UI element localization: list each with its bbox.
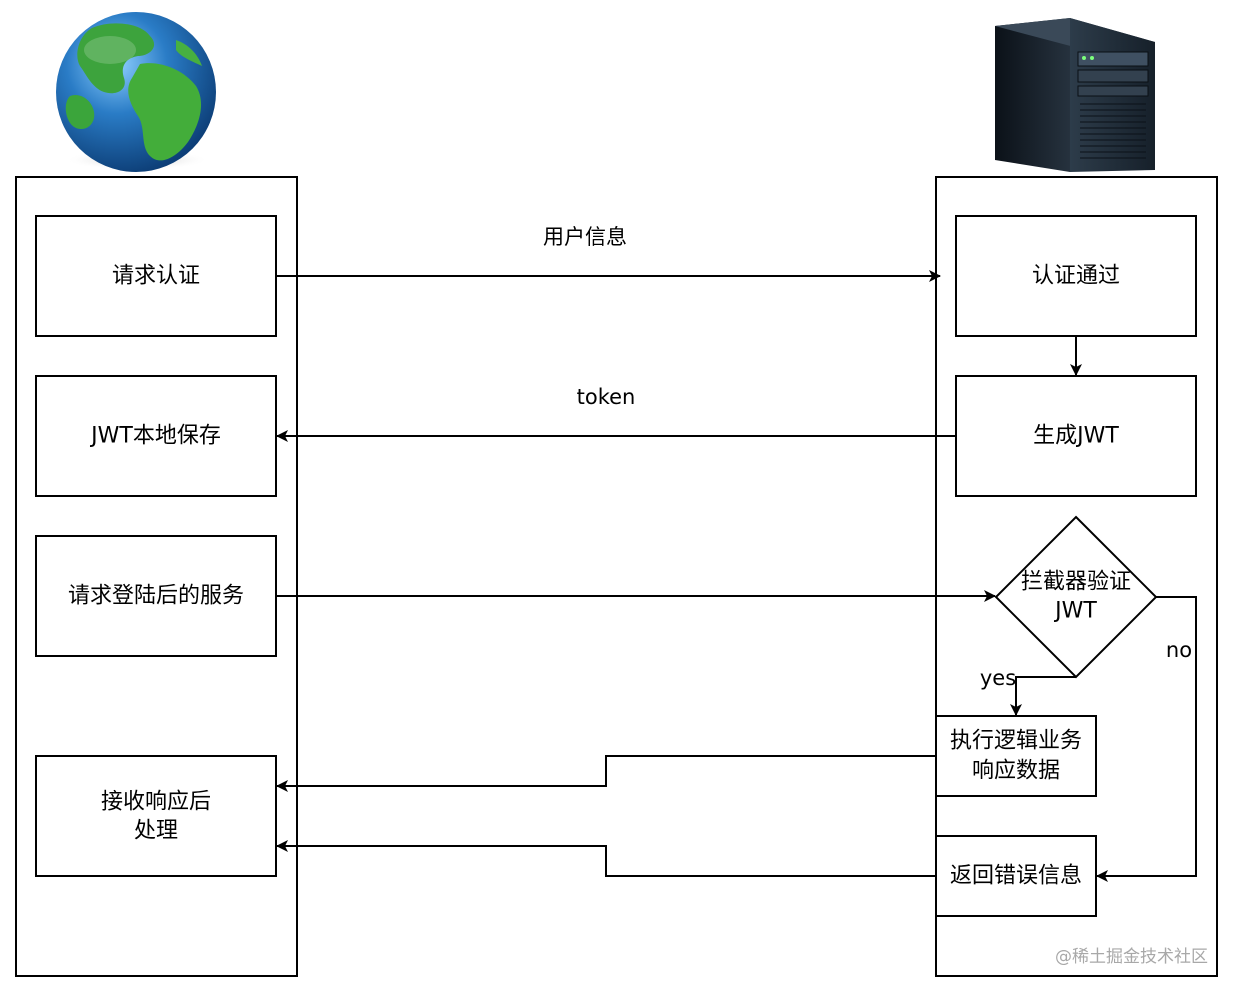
step-generate-jwt-label: 生成JWT [1033,424,1119,449]
server-lane [935,176,1218,977]
watermark-text: @稀土掘金技术社区 [1055,947,1208,967]
step-store-jwt-label: JWT本地保存 [89,424,221,449]
step-generate-jwt: 生成JWT [955,375,1197,497]
step-request-auth-label: 请求认证 [112,264,200,289]
step-request-service-label: 请求登陆后的服务 [68,584,244,609]
step-request-service: 请求登陆后的服务 [35,535,277,657]
edge-no [1096,596,1197,882]
edge-error-info [276,840,936,877]
step-request-auth: 请求认证 [35,215,277,337]
step-handle-response: 接收响应后 处理 [35,755,277,877]
edge-no-label: no [1166,638,1192,662]
step-auth-passed-label: 认证通过 [1032,264,1120,289]
edge-yes [1010,676,1076,716]
globe-icon [56,12,216,172]
decision-interceptor: 拦截器验证 JWT [994,515,1158,679]
edge-yes-label: yes [980,666,1016,690]
step-return-error-label: 返回错误信息 [950,864,1082,889]
decision-interceptor-label-2: JWT [1053,599,1097,624]
client-lane [15,176,298,977]
step-handle-response-label-1: 接收响应后 [101,790,211,815]
edge-response-data [276,755,936,792]
step-execute-business-label-1: 执行逻辑业务 [950,729,1082,754]
step-execute-business-label-2: 响应数据 [972,759,1060,784]
edge-token-label: token [577,385,636,409]
edge-user-info-label: 用户信息 [543,225,627,249]
step-return-error: 返回错误信息 [935,835,1097,917]
step-handle-response-label-2: 处理 [134,819,178,844]
step-auth-passed: 认证通过 [955,215,1197,337]
server-tower-icon [995,18,1155,172]
decision-interceptor-label-1: 拦截器验证 [1021,570,1131,595]
step-store-jwt: JWT本地保存 [35,375,277,497]
step-execute-business: 执行逻辑业务 响应数据 [935,715,1097,797]
